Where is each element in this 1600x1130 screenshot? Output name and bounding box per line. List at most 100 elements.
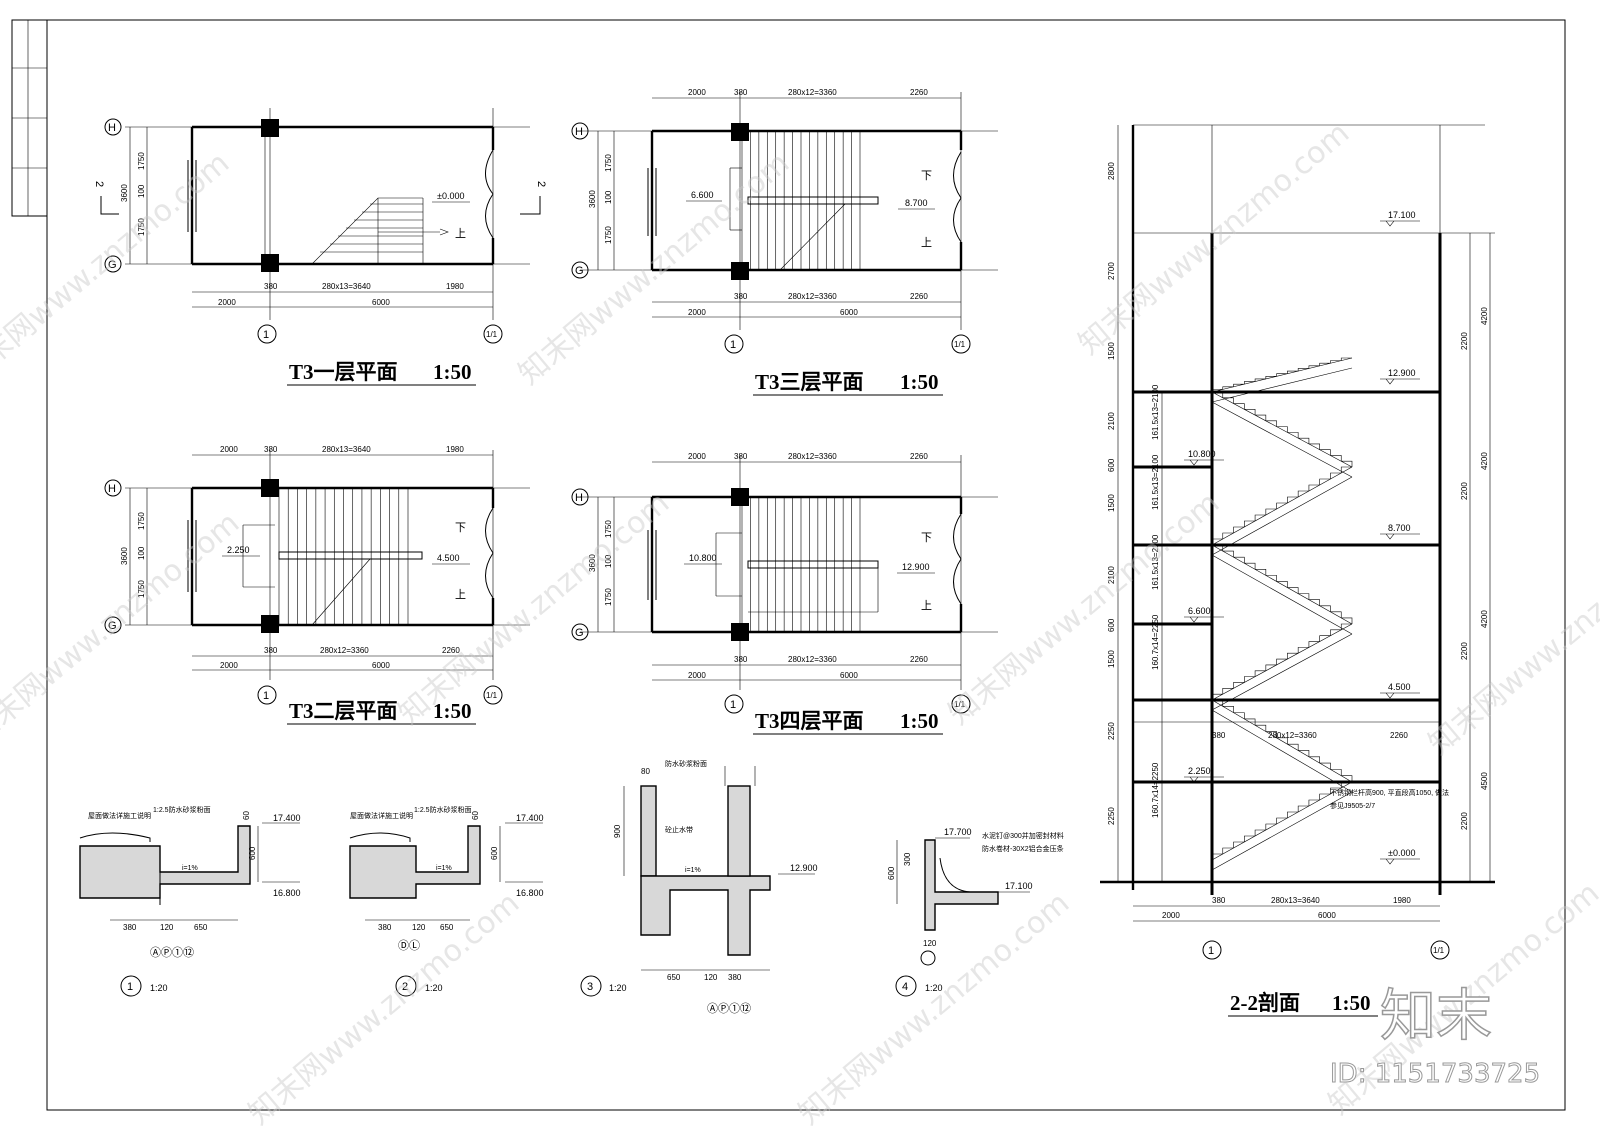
- dim: 161.5x13=2100: [1151, 384, 1160, 440]
- stair-riser: [1330, 455, 1342, 462]
- stair-riser: [1287, 587, 1299, 594]
- stair-riser: [1265, 420, 1277, 427]
- stair-riser: [1308, 756, 1320, 764]
- stair-riser: [1244, 835, 1256, 842]
- stair-riser: [1222, 550, 1234, 558]
- detail-note: 砼止水带: [665, 825, 693, 834]
- section-title: 2-2剖面: [1230, 991, 1300, 1015]
- detail-note: 屋面做法详施工说明: [350, 811, 413, 820]
- level-label: 17.400: [516, 813, 544, 823]
- stair-riser: [1287, 652, 1299, 660]
- dim: 280x12=3360: [788, 292, 837, 301]
- axis-bubble-label: 1: [263, 329, 269, 341]
- dim: 1750: [137, 152, 146, 170]
- stair-riser: [1298, 750, 1310, 757]
- level-label: 17.400: [273, 813, 301, 823]
- stair-riser: [1233, 712, 1245, 719]
- stair-riser: [1330, 611, 1342, 618]
- stair-riser: [1330, 769, 1342, 776]
- dim: 280x13=3640: [322, 445, 371, 454]
- stair-riser: [1298, 593, 1310, 600]
- stair-riser: [1233, 556, 1245, 564]
- stair-riser: [1319, 793, 1331, 800]
- axis-bubble-label: H: [108, 122, 116, 134]
- stair-riser: [1265, 508, 1277, 515]
- stair-riser: [1341, 460, 1353, 467]
- dim: 2260: [910, 88, 928, 97]
- level-label: 2.250: [1188, 766, 1211, 776]
- stair-riser: [1287, 432, 1299, 439]
- detail-axes: ⒶⓅ①⑫: [707, 1002, 751, 1015]
- stair-riser: [1254, 514, 1266, 521]
- stair-flight-soffit: [1211, 367, 1353, 403]
- dim: 2800: [1107, 162, 1116, 180]
- dim: 600: [248, 846, 257, 860]
- stair-riser: [1308, 484, 1320, 491]
- level-label: 10.800: [689, 553, 717, 563]
- stair-riser: [1265, 664, 1277, 671]
- stair-riser: [1308, 799, 1320, 806]
- stair-riser: [1330, 629, 1342, 636]
- stair-flight: [1211, 699, 1353, 783]
- detail-4: 17.700 17.100 水泥钉@300并加密封材料 防水卷材-30X2铝合金…: [887, 827, 1064, 997]
- dim: 6000: [1318, 911, 1336, 920]
- dim: 600: [887, 866, 896, 880]
- dim: 4200: [1480, 307, 1489, 325]
- dim: 600: [1107, 458, 1116, 472]
- stair-riser: [1222, 706, 1234, 713]
- plan-scale: 1:50: [900, 709, 939, 733]
- stair-riser: [1255, 414, 1267, 421]
- axis-bubble-label: 1/1: [486, 330, 498, 339]
- dim: 161.5x13=2100: [1151, 534, 1160, 590]
- dim: 120: [412, 923, 426, 932]
- stair-flight: [1211, 623, 1353, 701]
- stair-riser: [1319, 605, 1331, 612]
- dim: 280x12=3360: [788, 88, 837, 97]
- stair-riser: [1222, 386, 1234, 390]
- axis-bubble-label: G: [575, 627, 584, 639]
- stair-riser: [1308, 443, 1320, 450]
- stair-riser: [1244, 381, 1256, 385]
- stair-riser: [1298, 437, 1310, 444]
- axis-bubble-label: G: [575, 265, 584, 277]
- watermark-text: 知末网www.znzmo.com: [1072, 115, 1356, 361]
- stair-riser: [1319, 449, 1331, 456]
- dim: 1980: [1393, 896, 1411, 905]
- dim: 2000: [688, 308, 706, 317]
- revision-strip: [11, 19, 48, 217]
- dim: 2700: [1107, 262, 1116, 280]
- stair-flight: [1211, 781, 1353, 861]
- dim: 380: [734, 655, 748, 664]
- level-label: 6.600: [691, 190, 714, 200]
- stair-riser: [1254, 670, 1266, 677]
- dim: 2000: [1162, 911, 1180, 920]
- detail-1: 屋面做法详施工说明 1:2.5防水砂浆粉面 i=1% 17.400 16.800…: [79, 805, 301, 997]
- level-label: 16.800: [516, 888, 544, 898]
- stair-riser: [1265, 376, 1277, 379]
- axis-bubble-label: 1/1: [486, 691, 498, 700]
- stair-riser: [1265, 823, 1277, 830]
- stair-flight: [1211, 544, 1353, 625]
- dim: 380: [1212, 731, 1226, 740]
- watermark-text: 知末网www.znzmo.com: [512, 145, 796, 391]
- stair-riser: [1276, 658, 1288, 665]
- dim: 380: [264, 646, 278, 655]
- axis-bubble-label: H: [575, 126, 583, 138]
- watermark-text: 知末网www.znzmo.com: [0, 145, 236, 391]
- plan-title: T3一层平面: [289, 360, 398, 384]
- znzmo-logo: 知末: [1380, 984, 1492, 1049]
- dim: 380: [734, 88, 748, 97]
- section-scale: 1:50: [1332, 991, 1371, 1015]
- detail-number: 3: [587, 981, 593, 993]
- dim: 2200: [1460, 332, 1469, 350]
- stair-riser: [1330, 472, 1342, 479]
- plan-scale: 1:50: [433, 360, 472, 384]
- stair-riser: [1330, 360, 1342, 364]
- stair-riser: [1254, 829, 1266, 836]
- dim: 2250: [1107, 722, 1116, 740]
- level-label: 12.900: [1388, 368, 1416, 378]
- detail-scale: 1:20: [925, 983, 943, 993]
- stair-riser: [1244, 520, 1256, 527]
- dim: 600: [1107, 618, 1116, 632]
- detail-note: 1:2.5防水砂浆粉面: [153, 805, 211, 814]
